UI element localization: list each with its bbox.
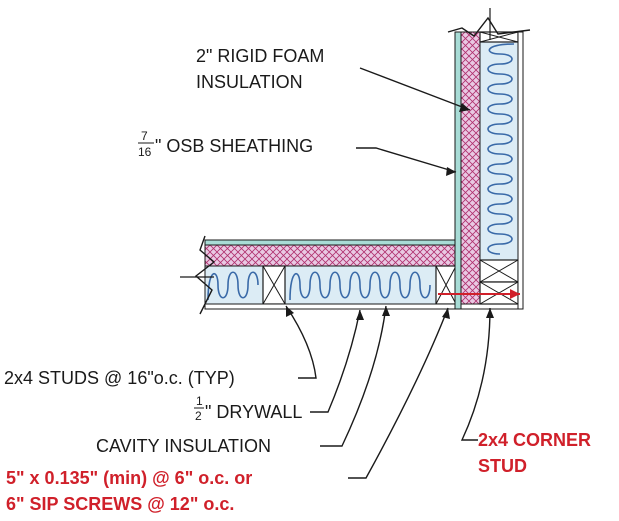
leader-rigid-foam [359, 67, 471, 111]
horizontal-drywall [204, 303, 524, 310]
leader-drywall [310, 309, 361, 413]
vertical-osb-sheathing [454, 31, 462, 310]
label-fastener-line2: 6" SIP SCREWS @ 12" o.c. [6, 494, 234, 514]
corner-stud-vertical [479, 259, 519, 283]
svg-text:2: 2 [195, 409, 202, 423]
svg-text:7: 7 [141, 129, 148, 143]
leader-cavity [320, 305, 387, 447]
break-line-left [194, 235, 216, 315]
leader-fastener [348, 307, 449, 479]
svg-text:16: 16 [138, 145, 152, 159]
label-cavity-insulation: CAVITY INSULATION [96, 436, 271, 456]
svg-text:" DRYWALL: " DRYWALL [205, 402, 302, 422]
vertical-insulation-waves [487, 43, 515, 255]
label-fastener-line1: 5" x 0.135" (min) @ 6" o.c. or [6, 468, 252, 488]
vertical-drywall [517, 31, 524, 310]
break-line-top [447, 16, 531, 37]
label-corner-stud-line2: STUD [478, 456, 527, 476]
leader-corner-stud [460, 307, 491, 441]
leader-studs [285, 305, 317, 379]
horizontal-insulation-waves [207, 271, 431, 301]
label-drywall: 1 2 " DRYWALL [194, 394, 302, 423]
horizontal-stud-1 [262, 265, 286, 305]
label-osb-sheathing: 7 16 " OSB SHEATHING [138, 129, 313, 159]
label-rigid-foam-line2: INSULATION [196, 72, 303, 92]
horizontal-rigid-foam [204, 244, 456, 267]
label-studs: 2x4 STUDS @ 16"o.c. (TYP) [4, 368, 235, 388]
leader-osb [356, 147, 457, 173]
label-rigid-foam-line1: 2" RIGID FOAM [196, 46, 324, 66]
horizontal-stud-2 [435, 265, 457, 305]
fastener-arrow [438, 289, 520, 299]
vertical-rigid-foam [460, 31, 481, 305]
svg-text:" OSB SHEATHING: " OSB SHEATHING [155, 136, 313, 156]
svg-text:1: 1 [196, 394, 203, 408]
vertical-wall [447, 8, 531, 310]
horizontal-osb-sheathing [204, 239, 456, 246]
label-corner-stud-line1: 2x4 CORNER [478, 430, 591, 450]
